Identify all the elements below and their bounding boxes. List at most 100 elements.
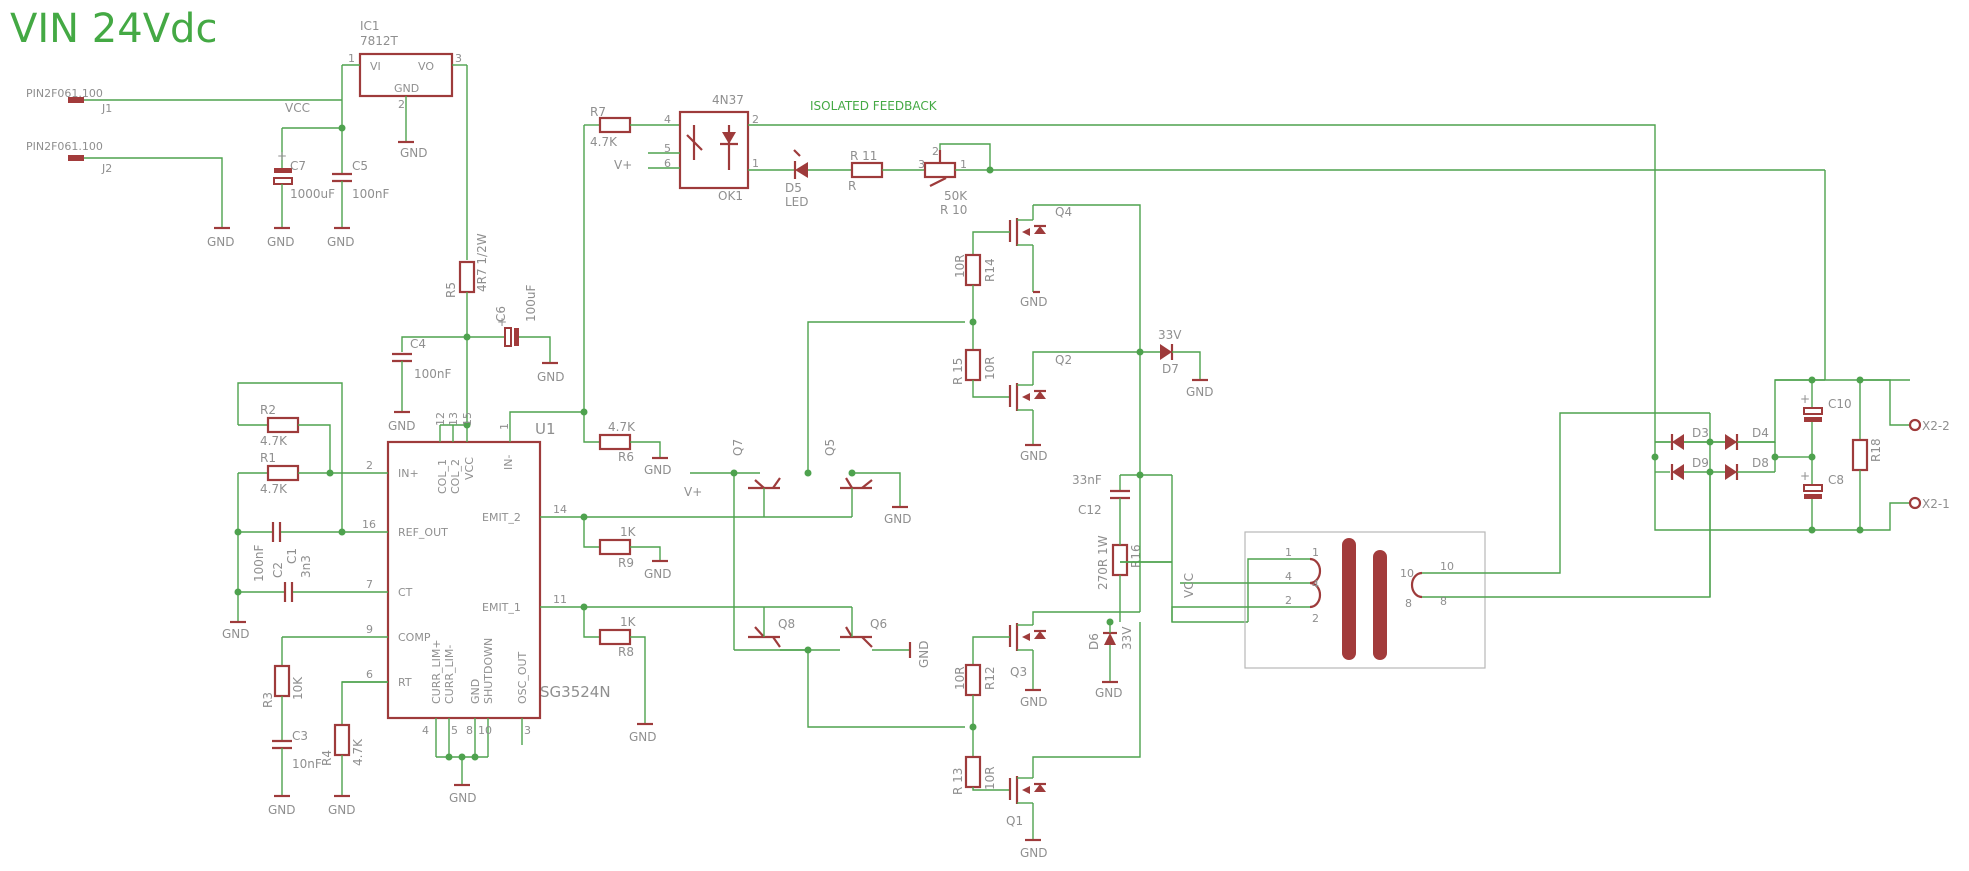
r16-ref: R16 xyxy=(1129,544,1143,568)
gnd-j2: GND xyxy=(207,226,235,249)
gnd-label: GND xyxy=(327,235,355,249)
j2-part-label: PIN2F061.100 xyxy=(26,140,103,153)
gnd-label: GND xyxy=(388,419,416,433)
u1-pin5: 5 xyxy=(451,724,458,737)
r7-ref: R7 xyxy=(590,105,606,119)
capacitor-c10: + C10 xyxy=(1800,380,1852,457)
tr-pin2: 2 xyxy=(1285,594,1292,607)
u1-in-minus: IN- xyxy=(502,455,515,470)
d7-value: 33V xyxy=(1158,328,1182,342)
gnd-label: GND xyxy=(267,235,295,249)
tr-pin10: 10 xyxy=(1400,567,1414,580)
u1-part: SG3524N xyxy=(540,683,611,701)
r11-ref: R 11 xyxy=(850,149,877,163)
r8-value: 1K xyxy=(620,615,637,629)
u1-pin8: 8 xyxy=(466,724,473,737)
r13-value: 10R xyxy=(983,766,997,790)
gnd-label: GND xyxy=(1020,449,1048,463)
regulator-ic1: IC1 7812T VI VO GND 1 3 2 GND xyxy=(341,19,468,260)
gnd-label: GND xyxy=(1020,295,1048,309)
resistor-r7: R7 4.7K xyxy=(584,105,680,149)
u1-col2: COL_2 xyxy=(449,459,462,494)
junction xyxy=(986,166,994,174)
u1-pin3: 3 xyxy=(524,724,531,737)
gnd-label: GND xyxy=(1020,846,1048,860)
u1-osc-out: OSC_OUT xyxy=(516,651,529,704)
r2-value: 4.7K xyxy=(260,434,288,448)
ok1-pin6: 6 xyxy=(664,157,671,170)
gnd-label: GND xyxy=(537,370,565,384)
u1-ct: CT xyxy=(398,586,413,599)
transistor-q8: Q8 xyxy=(748,607,795,648)
u1-pin2: 2 xyxy=(366,459,373,472)
d9-ref: D9 xyxy=(1692,456,1709,470)
capacitor-c12: 33nF C12 xyxy=(1072,473,1172,530)
svg-text:1: 1 xyxy=(1312,546,1319,559)
tr-pin1: 1 xyxy=(1285,546,1292,559)
u1-shutdown: SHUTDOWN xyxy=(482,638,495,704)
diode-d9: D9 xyxy=(1655,456,1725,480)
r14-ref: R14 xyxy=(983,258,997,282)
svg-text:10: 10 xyxy=(1440,560,1454,573)
gnd-label: GND xyxy=(222,627,250,641)
c8-ref: C8 xyxy=(1828,473,1844,487)
mosfet-q2: Q2 GND xyxy=(1008,351,1140,463)
tr-pin4: 4 xyxy=(1285,570,1292,583)
u1-pin11: 11 xyxy=(553,593,567,606)
ic1-gnd: GND xyxy=(394,82,419,95)
u1-comp: COMP xyxy=(398,631,431,644)
d8-ref: D8 xyxy=(1752,456,1769,470)
c6-value: 100uF xyxy=(524,284,538,322)
c4-value: 100nF xyxy=(414,367,452,381)
d7-ref: D7 xyxy=(1162,362,1179,376)
q2-ref: Q2 xyxy=(1055,353,1072,367)
vplus-net-label: V+ xyxy=(614,158,632,172)
junction xyxy=(463,421,471,429)
c1-value: 100nF xyxy=(252,544,266,582)
resistor-r8: 1K R8 GND xyxy=(583,607,657,744)
gnd-label: GND xyxy=(629,730,657,744)
u1-vcc: VCC xyxy=(463,457,476,480)
resistor-r18: R18 xyxy=(1851,380,1883,530)
r11-value: R xyxy=(848,179,856,193)
u1-pin1: 1 xyxy=(498,423,511,430)
r2-ref: R2 xyxy=(260,403,276,417)
resistor-r12: 10R R12 xyxy=(953,636,1010,727)
output-terminal-x2-2: X2-2 xyxy=(1908,418,1950,433)
ok1-pin4: 4 xyxy=(664,113,671,126)
r1-ref: R1 xyxy=(260,451,276,465)
svg-text:3: 3 xyxy=(918,158,925,171)
gnd-label: GND xyxy=(644,567,672,581)
gnd-label: GND xyxy=(1186,385,1214,399)
j2-name-label: J2 xyxy=(101,162,112,175)
resistor-r9: 1K R9 GND xyxy=(583,517,672,581)
mosfet-q4: Q4 GND xyxy=(1008,204,1141,475)
capacitor-c5: C5 100nF GND xyxy=(327,100,390,249)
c3-ref: C3 xyxy=(292,729,308,743)
c5-value: 100nF xyxy=(352,187,390,201)
r15-ref: R 15 xyxy=(951,358,965,385)
c10-ref: C10 xyxy=(1828,397,1852,411)
mosfet-q3: Q3 GND xyxy=(1008,611,1140,709)
resistor-r2: R2 4.7K xyxy=(237,382,343,532)
r4-ref: R4 xyxy=(320,750,334,766)
gnd-label: GND xyxy=(449,791,477,805)
d6-value: 33V xyxy=(1120,626,1134,650)
resistor-r16: 270R 1W R16 xyxy=(1096,530,1143,622)
gnd-label: GND xyxy=(644,463,672,477)
capacitor-c6: + C6 100uF GND xyxy=(467,284,565,384)
r9-ref: R9 xyxy=(618,556,634,570)
gnd-label: GND xyxy=(1095,686,1123,700)
junction xyxy=(1808,376,1816,384)
d5-value: LED xyxy=(785,195,809,209)
gnd-label: GND xyxy=(917,640,931,668)
u1-emit1: EMIT_1 xyxy=(482,601,521,614)
gnd-label: GND xyxy=(328,803,356,817)
resistor-r1: R1 4.7K xyxy=(237,451,330,622)
r10-value: 50K xyxy=(944,189,968,203)
q6-ref: Q6 xyxy=(870,617,887,631)
ic1-pin1: 1 xyxy=(348,52,355,65)
u1-pin10: 10 xyxy=(478,724,492,737)
transistor-q7: Q7 xyxy=(731,439,781,650)
